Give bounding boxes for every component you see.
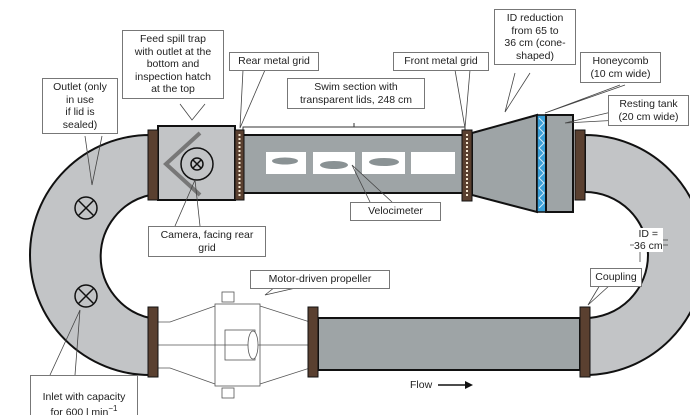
bottom-pipe xyxy=(317,317,581,371)
label-coupling: Coupling xyxy=(590,268,642,287)
label-id-36: ID = 36 cm xyxy=(634,228,663,252)
label-propeller: Motor-driven propeller xyxy=(250,270,390,289)
label-inlet-text: Inlet with capacity for 600 l min xyxy=(42,390,126,415)
camera-housing xyxy=(180,147,214,181)
outlet-valve-icon xyxy=(74,196,98,220)
flow-arrow-head xyxy=(465,381,473,389)
swim-section-bracket xyxy=(242,123,466,130)
label-flow: Flow xyxy=(410,379,433,391)
rear-metal-grid xyxy=(234,129,245,201)
flange xyxy=(574,129,586,201)
label-velocimeter: Velocimeter xyxy=(350,202,441,221)
label-rear-grid: Rear metal grid xyxy=(229,52,319,71)
resting-tank xyxy=(545,114,574,213)
left-bend-pipe xyxy=(29,133,151,377)
honeycomb xyxy=(536,114,547,213)
propeller-housing xyxy=(157,291,311,399)
cone-reduction xyxy=(471,113,538,214)
flange xyxy=(147,306,159,378)
honeycomb-pattern xyxy=(538,117,545,209)
label-id-reduction: ID reduction from 65 to 36 cm (cone- sha… xyxy=(494,9,576,65)
callout-lines xyxy=(49,69,668,376)
label-feed-spill-trap: Feed spill trap with outlet at the botto… xyxy=(122,30,224,99)
label-inlet-sup: −1 xyxy=(108,404,118,413)
right-bend-pipe xyxy=(584,133,690,377)
flange xyxy=(147,129,159,201)
label-inlet: Inlet with capacity for 600 l min−1 xyxy=(30,375,138,415)
fish-window xyxy=(411,152,455,174)
front-metal-grid xyxy=(461,129,473,202)
label-honeycomb: Honeycomb (10 cm wide) xyxy=(580,52,661,83)
label-outlet: Outlet (only in use if lid is sealed) xyxy=(42,78,118,134)
flange xyxy=(307,306,319,378)
camera-icon xyxy=(190,157,204,171)
label-camera: Camera, facing rear grid xyxy=(148,226,266,257)
fish-icon xyxy=(272,157,399,169)
inlet-valve-icon xyxy=(74,284,98,308)
label-swim-section: Swim section with transparent lids, 248 … xyxy=(287,78,425,109)
coupling xyxy=(579,306,591,378)
label-resting-tank: Resting tank (20 cm wide) xyxy=(608,95,689,126)
label-front-grid: Front metal grid xyxy=(393,52,489,71)
trap-chevron xyxy=(163,131,202,197)
